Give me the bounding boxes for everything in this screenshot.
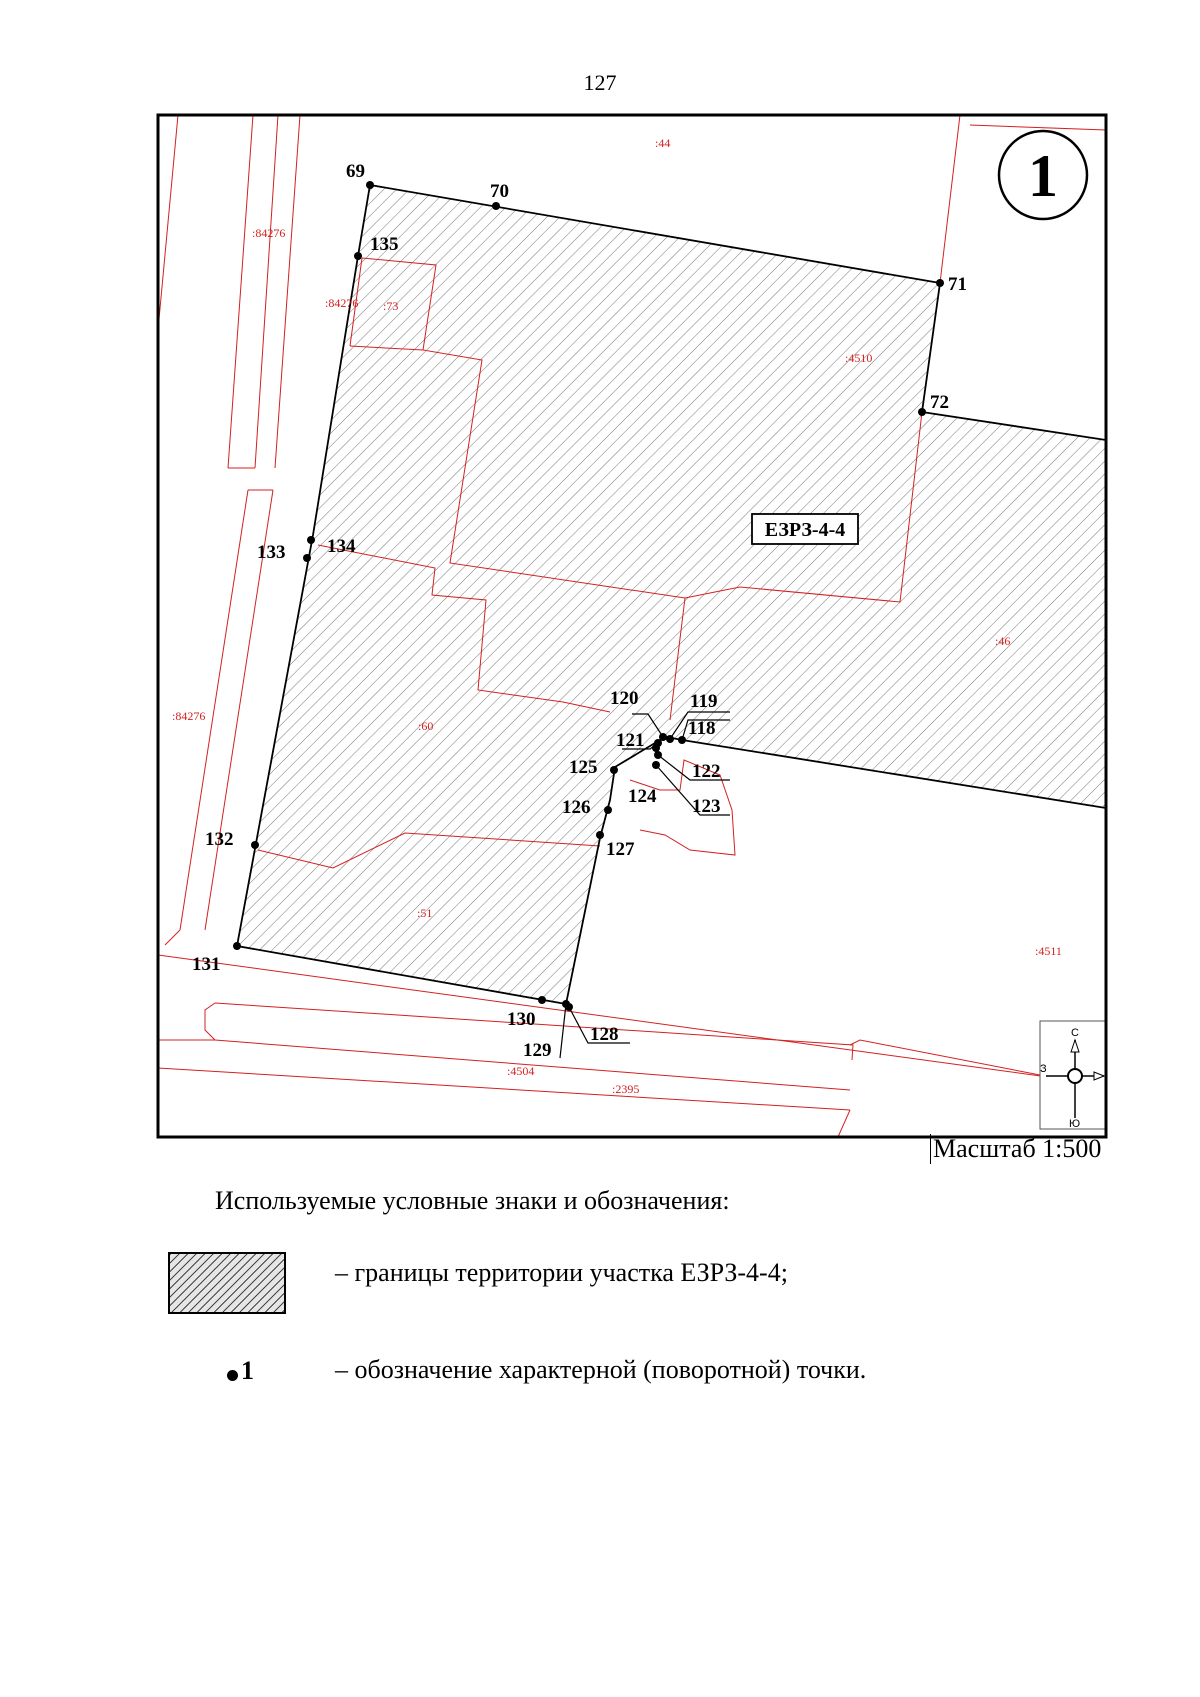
sheet-number: 1: [1028, 143, 1058, 209]
point-125: [610, 766, 618, 774]
point-127: [596, 831, 604, 839]
sheet-number-circle: [997, 129, 1089, 221]
point-72: [918, 408, 926, 416]
page-number: 127: [583, 70, 617, 95]
zone-label-box: [751, 513, 859, 545]
scale-text: Масштаб 1:500: [930, 1134, 1101, 1164]
cad-label: :84276: [325, 296, 358, 310]
compass-north: С: [1071, 1027, 1079, 1039]
point-label: 127: [606, 839, 635, 860]
cad-label: :46: [995, 634, 1010, 648]
point-70: [492, 202, 500, 210]
cad-label: :4504: [507, 1064, 534, 1078]
point-label: 128: [590, 1024, 619, 1045]
compass-west: З: [1040, 1063, 1047, 1075]
legend-hatch-swatch: [168, 1252, 286, 1314]
cad-label: :44: [655, 136, 670, 150]
legend-hatch-text: – границы территории участка ЕЗРЗ-4-4;: [335, 1258, 788, 1287]
cad-label: :2395: [612, 1082, 639, 1096]
legend-point-dot-icon: [227, 1370, 238, 1381]
point-71: [936, 279, 944, 287]
legend-point-number: 1: [241, 1356, 254, 1385]
legend-title: Используемые условные знаки и обозначени…: [215, 1186, 730, 1215]
point-133: [303, 554, 311, 562]
zone-label: ЕЗРЗ-4-4: [765, 519, 845, 541]
cadastral-lines: [158, 115, 1106, 1137]
cad-label: :60: [418, 719, 433, 733]
point-label: 119: [690, 691, 717, 712]
point-label: 122: [692, 761, 721, 782]
point-label: 130: [507, 1009, 536, 1030]
point-label: 121: [616, 730, 645, 751]
point-132: [251, 841, 259, 849]
point-label: 131: [192, 954, 221, 975]
map-frame: [156, 113, 1108, 1139]
point-labels: 69 70 71 72 135 134 133 132 131 130 129 …: [192, 161, 967, 1061]
cad-label: :84276: [252, 226, 285, 240]
point-130: [538, 996, 546, 1004]
point-label: 125: [569, 757, 598, 778]
point-126: [604, 806, 612, 814]
cadastral-labels: :44 :84276 :84276 :73 :4510 :46 :84276 :…: [172, 136, 1062, 1096]
point-label: 124: [628, 786, 657, 807]
point-label: 69: [346, 161, 365, 182]
cad-label: :4511: [1035, 944, 1062, 958]
point-label: 72: [930, 392, 949, 413]
point-label: 126: [562, 797, 591, 818]
point-label: 132: [205, 829, 234, 850]
point-label: 133: [257, 542, 286, 563]
legend-point-text: – обозначение характерной (поворотной) т…: [335, 1355, 867, 1384]
point-69: [366, 181, 374, 189]
point-label: 70: [490, 181, 509, 202]
point-label: 71: [948, 274, 967, 295]
cad-label: :84276: [172, 709, 205, 723]
point-label: 129: [523, 1040, 552, 1061]
point-134: [307, 536, 315, 544]
point-label: 118: [688, 718, 715, 739]
compass-south: Ю: [1069, 1118, 1080, 1130]
point-label: 120: [610, 688, 639, 709]
compass-rose: С Ю З В: [1039, 1020, 1106, 1130]
cad-label: :73: [383, 299, 398, 313]
point-131: [233, 942, 241, 950]
point-label: 134: [327, 536, 356, 557]
zone-area-main: [237, 185, 1106, 1004]
cad-label: :4510: [845, 351, 872, 365]
point-label: 135: [370, 234, 399, 255]
point-135: [354, 252, 362, 260]
point-label: 123: [692, 796, 721, 817]
cad-label: :51: [417, 906, 432, 920]
